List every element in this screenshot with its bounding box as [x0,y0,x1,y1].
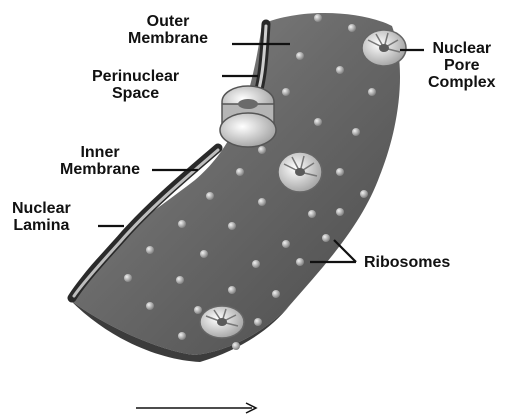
leader-ribosome-1 [334,240,356,262]
label-line: Inner [60,144,140,161]
label-nuclear-pore-complex: Nuclear Pore Complex [428,40,496,91]
pore-complex-bottom [200,306,244,338]
label-line: Outer [128,13,208,30]
label-line: Perinuclear [92,68,179,85]
label-perinuclear-space: Perinuclear Space [92,68,179,102]
label-ribosomes: Ribosomes [364,254,450,271]
label-line: Complex [428,74,496,91]
pore-complex-middle [278,152,322,192]
label-outer-membrane: Outer Membrane [128,13,208,47]
cross-section-pore [220,86,276,147]
envelope-sheet [70,13,400,355]
label-line: Nuclear [12,200,71,217]
label-line: Membrane [60,161,140,178]
label-line: Pore [428,57,496,74]
label-line: Membrane [128,30,208,47]
label-line: Lamina [12,217,71,234]
label-nuclear-lamina: Nuclear Lamina [12,200,71,234]
label-line: Space [92,85,179,102]
label-inner-membrane: Inner Membrane [60,144,140,178]
direction-arrow [136,403,256,413]
label-line: Nuclear [428,40,496,57]
pore-complex-top [362,30,406,66]
